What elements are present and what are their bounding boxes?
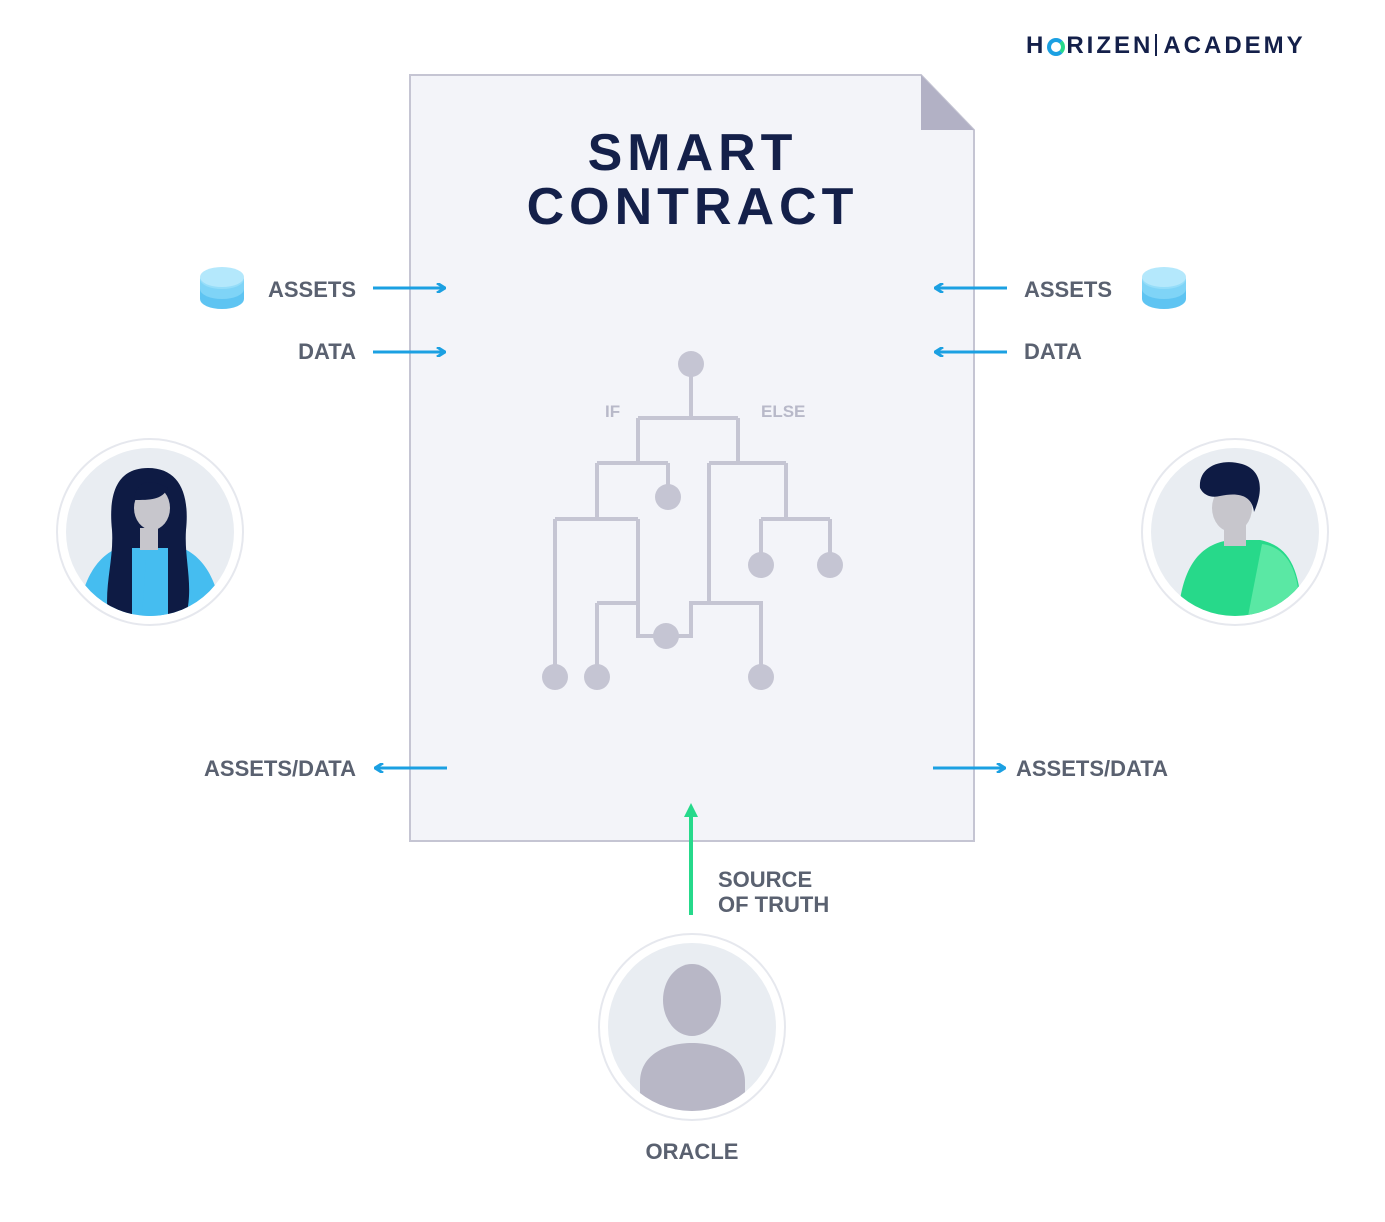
logo-ring-icon xyxy=(1047,38,1066,56)
woman-avatar xyxy=(56,438,244,626)
oracle-avatar xyxy=(598,933,786,1121)
right-output-label: ASSETS/DATA xyxy=(1016,756,1168,781)
horizen-academy-logo: H RIZEN ACADEMY xyxy=(1026,32,1306,60)
oracle-label: ORACLE xyxy=(645,1139,739,1164)
left-coins-icon xyxy=(200,267,244,309)
source-line1: SOURCE xyxy=(718,867,813,892)
right-coins-icon xyxy=(1142,267,1186,309)
logo-divider xyxy=(1155,34,1158,56)
document-fold xyxy=(921,75,974,130)
source-of-truth-label: SOURCE OF TRUTH xyxy=(718,867,829,917)
contract-title-line2: CONTRACT xyxy=(526,178,859,236)
left-output-label: ASSETS/DATA xyxy=(204,756,356,781)
logo-letter-h: H xyxy=(1026,32,1047,59)
tree-node xyxy=(655,484,681,510)
logo-rizen: RIZEN xyxy=(1066,32,1154,59)
tree-node xyxy=(748,664,774,690)
logo-academy: ACADEMY xyxy=(1163,32,1306,59)
tree-node xyxy=(748,552,774,578)
right-assets-label: ASSETS xyxy=(1024,277,1113,302)
right-data-label: DATA xyxy=(1024,339,1082,364)
source-line2: OF TRUTH xyxy=(718,892,830,917)
tree-node xyxy=(542,664,568,690)
decision-tree xyxy=(553,364,832,677)
tree-node xyxy=(653,623,679,649)
contract-document xyxy=(409,74,975,842)
tree-node xyxy=(678,351,704,377)
left-data-label: DATA xyxy=(298,339,356,364)
contract-title-line1: SMART xyxy=(587,124,798,182)
if-label: IF xyxy=(605,402,621,421)
tree-node xyxy=(584,664,610,690)
man-avatar xyxy=(1141,438,1329,626)
tree-node xyxy=(817,552,843,578)
else-label: ELSE xyxy=(761,402,806,421)
tree-nodes xyxy=(542,351,843,690)
left-assets-label: ASSETS xyxy=(267,277,356,302)
